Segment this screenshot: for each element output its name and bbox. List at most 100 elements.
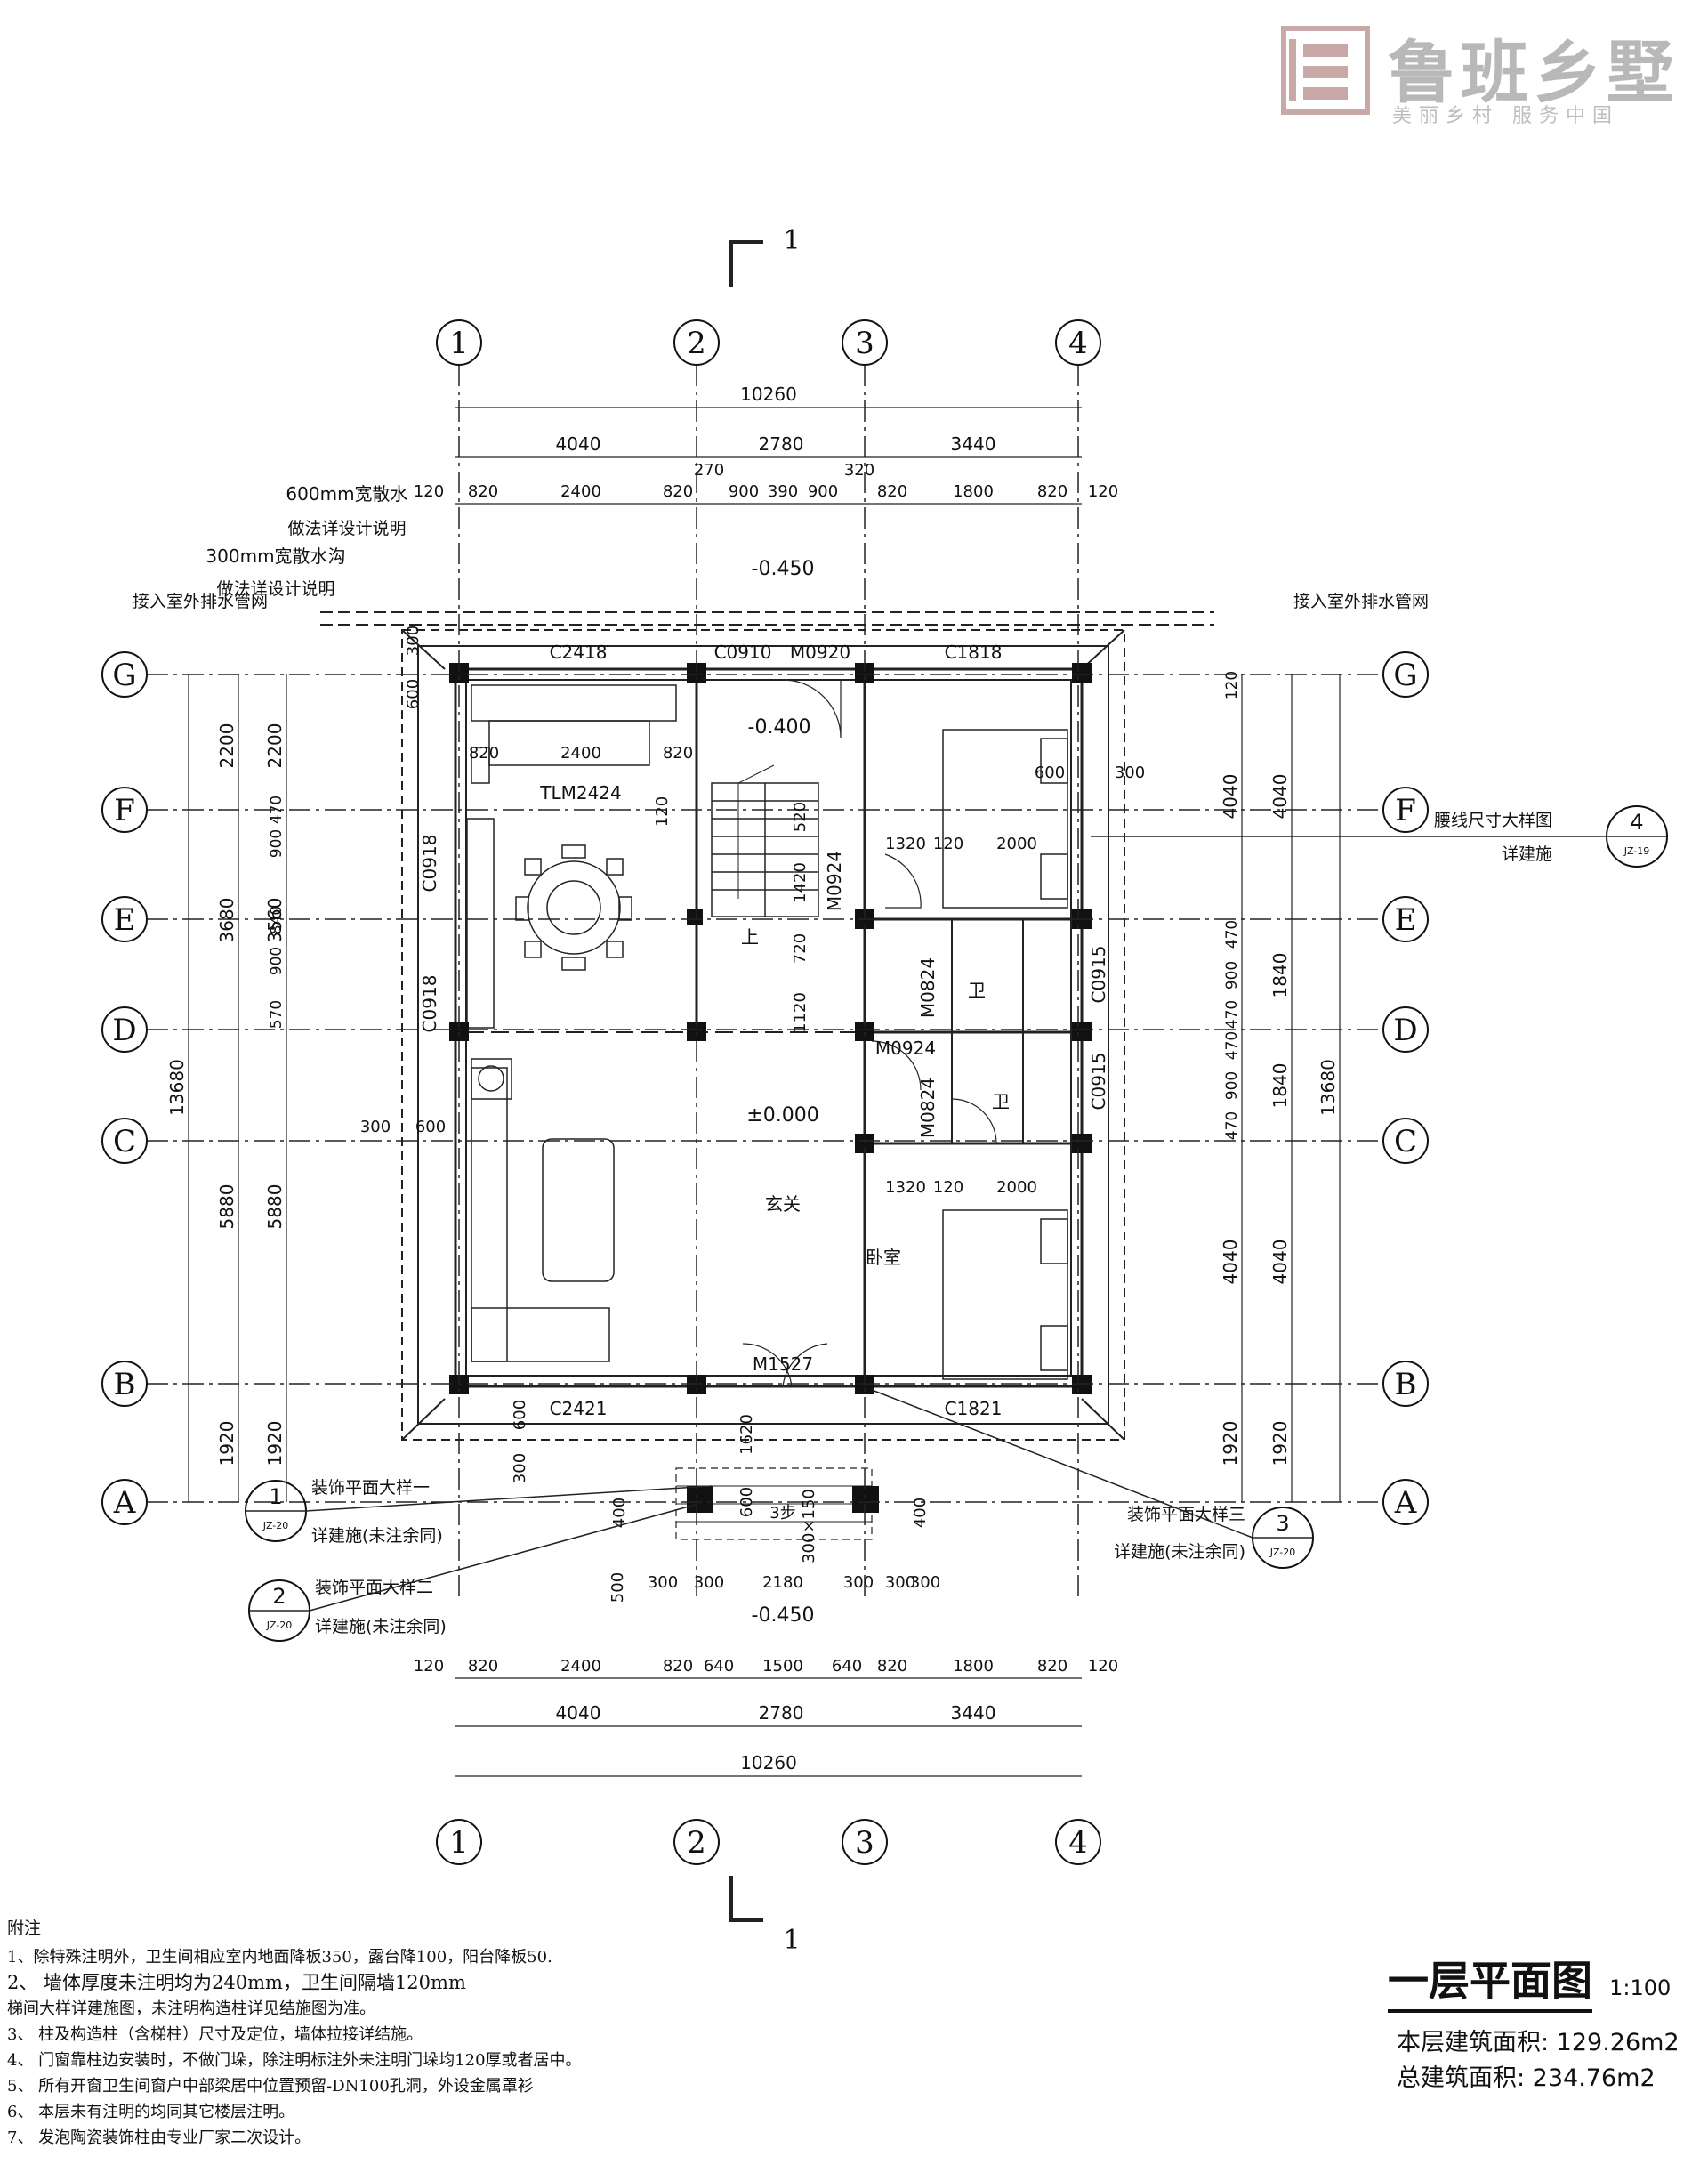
dim-right-main-0: 4040: [1269, 774, 1291, 820]
dim-inner-1: 300: [404, 626, 423, 656]
leader-detail3: [871, 1389, 1253, 1539]
dim-inner-21: 300×150: [800, 1489, 818, 1563]
dim-top-detail-6: 900: [808, 482, 838, 501]
axis-bubble-right-G-circle: [1382, 651, 1429, 698]
plan-title: 一层平面图: [1388, 1949, 1592, 2013]
door-M0924-top: [884, 853, 922, 909]
staircase: [711, 764, 819, 917]
dim-left-main-2: 5880: [216, 1184, 238, 1230]
elevation-3: -0.450: [752, 1604, 815, 1627]
label-tlm2424-4: TLM2424: [539, 782, 622, 804]
note-1: 1、除特殊注明外，卫生间相应室内地面降板350，露台降100，阳台降板50.: [7, 1948, 552, 1967]
label-c2421-14: C2421: [550, 1398, 608, 1419]
axis-bubble-bottom-2: 2: [687, 1825, 706, 1861]
axis-bubble-right-F-circle: [1382, 787, 1429, 833]
dim-bottom-detail-9: 820: [1037, 1657, 1068, 1676]
axis-bubble-bottom-2-circle: [673, 1819, 720, 1865]
dim-right-opening-6: 470: [1223, 1111, 1241, 1140]
dim-left-opening-3: 900: [268, 947, 286, 975]
dim-top-detail-0: 120: [414, 482, 444, 501]
dim-right-inner-1: 4040: [1220, 1240, 1241, 1285]
label-c0910-1: C0910: [714, 642, 772, 663]
dim-left-other-1: 600: [415, 1118, 446, 1136]
axis-bubble-right-D-circle: [1382, 1006, 1429, 1053]
axis-bubble-top-2-circle: [673, 319, 720, 366]
dim-inner-2: 820: [469, 744, 499, 763]
room-2: 卫: [968, 980, 986, 1001]
columns: [449, 663, 1092, 1513]
dim-inner-17: 300: [1115, 763, 1145, 782]
section-label-bottom: 1: [783, 1925, 800, 1956]
bed-bottom: [942, 1209, 1068, 1380]
axis-bubble-right-B-circle: [1382, 1361, 1429, 1407]
dim-left-opening-0: 900: [268, 829, 286, 858]
dim-bottom-bay-0: 4040: [556, 1702, 601, 1724]
elevation-1: -0.400: [748, 716, 811, 739]
dim-porch-1: 300: [648, 1573, 678, 1592]
dim-top-bay-0: 4040: [556, 433, 601, 455]
detail-bubble-num-2: 2: [272, 1584, 286, 1609]
detail-bubble-ref-2: JZ-20: [266, 1620, 293, 1631]
room-4: 上: [741, 926, 759, 948]
section-mark-bottom: [729, 1876, 763, 1922]
label-c2418-0: C2418: [550, 642, 608, 663]
dim-right-overall: 13680: [1317, 1059, 1339, 1116]
dim-porch-6: 300: [910, 1573, 940, 1592]
brand-logo: 鲁班乡墅 美丽乡村 服务中国: [1268, 14, 1695, 130]
callout-drain-300-b: 做法详设计说明: [216, 579, 334, 599]
dim-inner-8: 720: [791, 933, 810, 964]
label-m0920-2: M0920: [790, 642, 850, 663]
dim-bottom-bay-1: 2780: [759, 1702, 804, 1724]
dim-bottom-detail-3: 820: [663, 1657, 693, 1676]
dim-inner-4: 820: [663, 744, 693, 763]
dim-left-main2-0: 2200: [264, 723, 286, 769]
dim-top-detail-3: 820: [663, 482, 693, 501]
axis-bubble-left-B-circle: [101, 1361, 148, 1407]
dim-left-opening-4: 570: [268, 1000, 286, 1029]
kitchen-counter: [471, 684, 677, 722]
note-6: 6、 本层未有注明的均同其它楼层注明。: [7, 2103, 295, 2121]
label-c0918-6: C0918: [419, 975, 440, 1033]
door-M1527-right: [782, 1343, 828, 1387]
dim-inner-15: 2000: [996, 1178, 1037, 1197]
callout-detail2-b: 详建施(未注余同): [315, 1617, 447, 1636]
door-M1527-left: [742, 1343, 793, 1387]
callout-detail2-a: 装饰平面大样二: [315, 1578, 433, 1597]
label-c1821-15: C1821: [945, 1398, 1003, 1419]
axis-bubble-bottom-3: 3: [855, 1825, 874, 1861]
axis-bubble-left-F: F: [114, 793, 135, 828]
axis-bubble-top-1-circle: [436, 319, 482, 366]
dim-bottom-overall: 10260: [740, 1752, 797, 1773]
dim-inner-24: 400: [911, 1498, 930, 1528]
axis-bubble-left-C: C: [113, 1124, 136, 1159]
detail-bubble-ref-1: JZ-20: [262, 1520, 289, 1531]
detail-bubble-num-3: 3: [1276, 1511, 1289, 1536]
dining-table: [515, 844, 632, 971]
label-c0915-12: C0915: [1088, 1053, 1109, 1111]
step-label: 3步: [769, 1504, 795, 1523]
section-mark-top: [729, 240, 763, 287]
dim-right-opening-1: 470: [1223, 920, 1241, 949]
dim-inner-20: 1620: [737, 1414, 756, 1455]
callout-drain-300-a: 300mm宽散水沟: [205, 545, 345, 567]
dim-right-inner-0: 4040: [1220, 774, 1241, 820]
axis-bubble-right-D: D: [1393, 1013, 1417, 1048]
title-block: 一层平面图 1:100 本层建筑面积: 129.26m2 总建筑面积: 234.…: [1388, 1949, 1704, 2096]
label-c1818-3: C1818: [945, 642, 1003, 663]
dim-inner-18: 600: [511, 1400, 529, 1430]
elevation-0: -0.450: [752, 558, 815, 580]
dim-inner-3: 2400: [560, 744, 601, 763]
callout-detail1-b: 详建施(未注余同): [311, 1526, 443, 1546]
dim-top-overall: 10260: [740, 384, 797, 405]
axis-bubble-top-2: 2: [687, 326, 706, 361]
room-1: 卧室: [866, 1247, 901, 1268]
note-2: 2、 墙体厚度未注明均为240mm，卫生间隔墙120mm: [7, 1972, 466, 1993]
dim-left-main2-1: 3560: [264, 898, 286, 943]
note-7: 7、 发泡陶瓷装饰柱由专业厂家二次设计。: [7, 2128, 311, 2147]
dim-porch-5: 300: [885, 1573, 915, 1592]
dim-porch-3: 2180: [762, 1573, 803, 1592]
dim-porch-0: 500: [608, 1572, 627, 1603]
axis-bubble-bottom-1: 1: [449, 1825, 469, 1861]
dim-inner-11: 120: [933, 835, 963, 853]
axis-bubble-left-F-circle: [101, 787, 148, 833]
